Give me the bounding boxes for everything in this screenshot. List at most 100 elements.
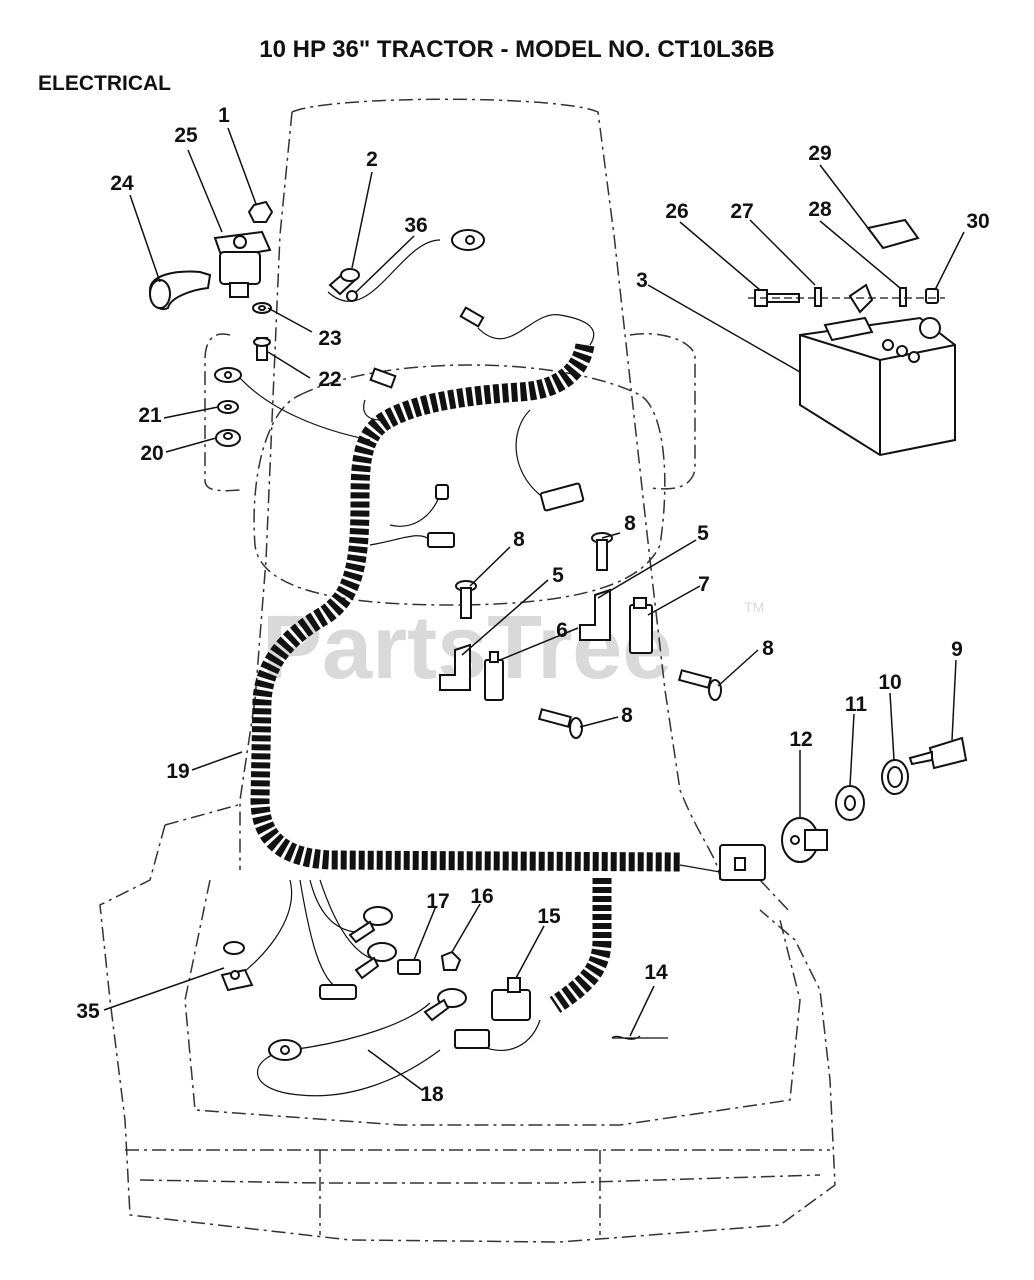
fender-top-right [759, 879, 791, 913]
seat-outline [253, 364, 666, 606]
callout-11: 11 [845, 693, 868, 716]
wire-clip-left-part [369, 367, 397, 389]
callout-14: 14 [644, 961, 668, 984]
wire-clip-top [459, 306, 485, 328]
callout-16: 16 [470, 885, 493, 908]
wire-seat-connector [515, 409, 541, 496]
wire-36 [327, 239, 441, 302]
callout-10: 10 [878, 671, 901, 694]
part-23-washer [252, 302, 272, 314]
part-18-ring-terminal [268, 1039, 302, 1061]
callout-8a: 8 [513, 528, 525, 551]
part-6-switch [484, 651, 504, 701]
callout-19: 19 [166, 760, 189, 783]
callout-3: 3 [636, 269, 648, 292]
part-21-washer [217, 400, 239, 414]
wire-18 [256, 1002, 441, 1097]
callout-2: 2 [366, 148, 378, 171]
part-27-strap [814, 287, 822, 307]
part-35-ground-terminal [220, 941, 254, 992]
wire-17a [299, 879, 341, 991]
coiled-harness [250, 342, 681, 872]
callout-22: 22 [318, 368, 341, 391]
wire-ring-top [309, 879, 356, 933]
ground-ring-terminal [214, 367, 242, 383]
part-16-nut [440, 950, 462, 971]
callout-20: 20 [140, 442, 163, 465]
thin-wires [239, 239, 595, 1097]
callout-5a: 5 [552, 564, 564, 587]
seat-connector [539, 482, 585, 512]
part-25-solenoid [213, 230, 272, 298]
callout-8c: 8 [762, 637, 774, 660]
ignition-connector [719, 844, 766, 881]
callout-17: 17 [426, 890, 449, 913]
deck-outer-outline [99, 824, 836, 1243]
callout-8b: 8 [624, 512, 636, 535]
callout-30: 30 [966, 210, 989, 233]
callout-12: 12 [789, 728, 812, 751]
part-36-ground-wire [346, 229, 485, 302]
fender-top-left [164, 804, 239, 826]
callout-23: 23 [318, 327, 341, 350]
part-30-nut [925, 288, 939, 304]
deck-bottom-line [139, 1174, 821, 1184]
part-5-bracket-right [579, 588, 611, 641]
callout-27: 27 [730, 200, 753, 223]
callout-6: 6 [556, 619, 568, 642]
part-11-bezel [835, 785, 865, 821]
tractor-outline [99, 98, 836, 1243]
part-8-bolt-d [677, 669, 722, 701]
callout-9: 9 [951, 638, 963, 661]
callout-8d: 8 [621, 704, 633, 727]
part-15-switch [454, 977, 531, 1049]
callout-25: 25 [174, 124, 198, 147]
hood-outline-left [239, 111, 293, 870]
part-7-switch [629, 597, 653, 654]
callout-24: 24 [110, 172, 134, 195]
part-12-ignition-switch [781, 817, 828, 863]
hood-outline-right [291, 98, 721, 881]
wire-top-clip [477, 314, 595, 346]
section-label: ELECTRICAL [38, 72, 171, 95]
deck-inner-outline [184, 879, 801, 1126]
callout-1: 1 [218, 104, 230, 127]
ring-terminal-middle [354, 942, 397, 980]
coiled-harness-branch [549, 878, 612, 1013]
part-1-nut [247, 200, 274, 223]
part-8-bolt-b [591, 532, 613, 571]
wire-clip-left [363, 399, 381, 421]
part-14-tie [611, 1035, 668, 1040]
part-2-cable-terminal [328, 268, 360, 296]
dash-right-outline [629, 333, 696, 490]
wire-small-plug [389, 494, 441, 527]
part-29-cover [866, 218, 920, 250]
leader-lines [103, 127, 965, 1091]
wire-ground [239, 377, 371, 441]
callout-21: 21 [138, 404, 162, 427]
part-20-nut [215, 429, 241, 447]
harness-end-wires [679, 864, 721, 873]
wire-seat-switch [369, 535, 431, 546]
part-9-key [908, 736, 968, 770]
wire-harness-19 [250, 342, 721, 1013]
callout-26: 26 [665, 200, 688, 223]
callout-18: 18 [420, 1083, 444, 1106]
part-17-fuse [319, 959, 421, 1000]
callout-35: 35 [76, 1000, 100, 1023]
watermark-tm: TM [744, 599, 764, 615]
diagram-title: 10 HP 36" TRACTOR - MODEL NO. CT10L36B [259, 36, 775, 63]
part-8-bolt-c [537, 708, 583, 739]
part-5-bracket-left [439, 643, 471, 691]
wire-35 [239, 879, 293, 976]
part-10-nut [881, 759, 909, 795]
part-3-battery [799, 316, 956, 457]
ring-terminal-upper [348, 906, 393, 944]
callout-28: 28 [808, 198, 832, 221]
small-plug [435, 484, 449, 500]
part-22-screw [253, 337, 271, 361]
callout-29: 29 [808, 142, 831, 165]
callout-7: 7 [698, 573, 710, 596]
callout-labels: 1 2 3 5 5 6 7 8 8 8 8 9 10 11 12 14 15 1… [76, 104, 989, 1106]
